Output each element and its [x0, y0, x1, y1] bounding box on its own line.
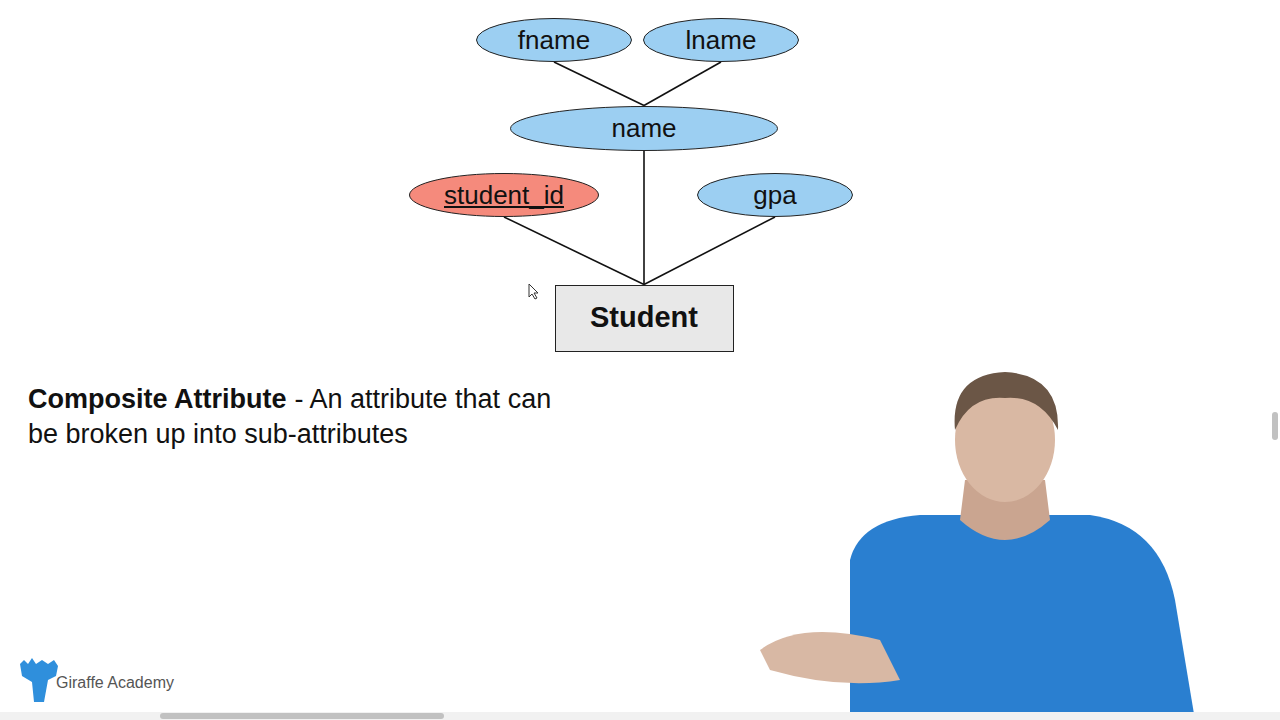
- giraffe-logo: [20, 658, 58, 702]
- node-label: gpa: [753, 181, 796, 210]
- connector-line: [644, 217, 775, 285]
- attribute-ellipse: fname: [476, 18, 632, 62]
- node-label: Student: [590, 302, 698, 334]
- attribute-ellipse: lname: [643, 18, 799, 62]
- scrollbar-thumb: [160, 713, 444, 719]
- attribute-ellipse: gpa: [697, 173, 853, 217]
- scrollbar-track: [0, 712, 1280, 720]
- presenter-figure: [760, 372, 1195, 720]
- connector-line: [643, 151, 645, 285]
- entity-box: Student: [555, 285, 734, 352]
- connector-line: [644, 62, 721, 106]
- node-label: student_id: [444, 181, 564, 210]
- connector-line: [554, 62, 644, 106]
- connector-line: [504, 217, 644, 285]
- key-attribute-ellipse: student_id: [409, 173, 599, 217]
- node-label: fname: [518, 26, 590, 55]
- node-label: lname: [686, 26, 757, 55]
- term-heading: Composite Attribute: [28, 384, 287, 414]
- composite-attribute-ellipse: name: [510, 106, 778, 151]
- watermark: Giraffe Academy: [56, 674, 174, 692]
- node-label: name: [611, 114, 676, 143]
- scrollbar-thumb: [1272, 412, 1278, 440]
- mouse-cursor: [529, 284, 538, 299]
- definition-note: Composite Attribute- An attribute that c…: [28, 382, 568, 452]
